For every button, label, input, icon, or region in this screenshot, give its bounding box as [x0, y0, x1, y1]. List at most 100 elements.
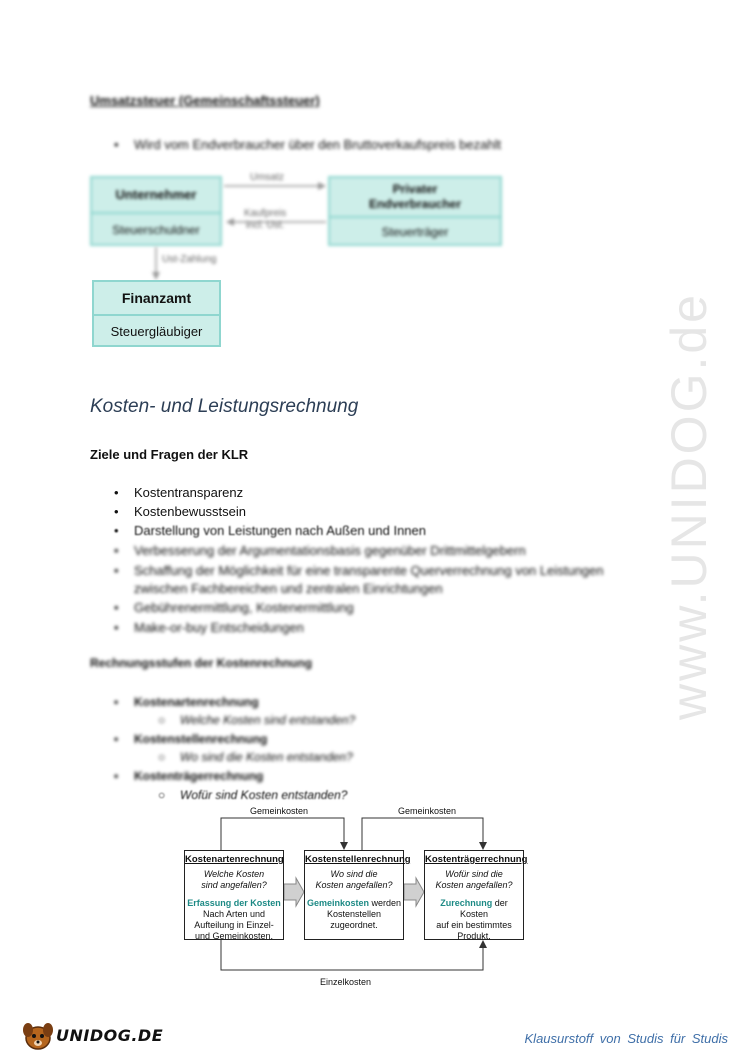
list-item-text: Kostentransparenz — [134, 485, 244, 500]
dog-mascot-icon — [23, 1023, 53, 1050]
label-kaufpreis-line1: Kaufpreis — [244, 208, 287, 219]
box-title: Kostenartenrechnung — [185, 854, 284, 865]
list-item: • Kostentransparenz — [114, 485, 243, 500]
box-kostenstellenrechnung: Kostenstellenrechnung Wo sind die Kosten… — [304, 850, 411, 940]
list-item-text: Darstellung von Leistungen nach Außen un… — [134, 523, 426, 538]
list-item: •Kostenbewusstsein — [114, 504, 246, 519]
sub-list-item-text: Wofür sind Kosten entstanden? — [180, 788, 348, 802]
box-desc-line1: Nach Arten und — [202, 909, 266, 919]
sub-list-item: ○ Welche Kosten sind entstanden? — [158, 713, 355, 727]
label-gemeinkosten-left: Gemeinkosten — [250, 806, 309, 816]
box-finanzamt-sub: Steuergläubiger — [94, 314, 219, 347]
box-unternehmer: Unternehmer Steuerschuldner — [90, 176, 222, 246]
heading-rechnungsstufen: Rechnungsstufen der Kostenrechnung — [90, 656, 313, 670]
list-item-text: Kostenstellenrechnung — [134, 732, 268, 746]
box-question-line1: Wo sind die — [330, 869, 378, 879]
sub-list-item: ○Wofür sind Kosten entstanden? — [158, 788, 347, 802]
box-question-line1: Welche Kosten — [203, 869, 265, 879]
list-item-continuation: zwischen Fachbereichen und zentralen Ein… — [134, 581, 443, 596]
logo-text: UNIDOG.DE — [56, 1026, 164, 1045]
box-desc-line2: Kostenstellen — [326, 909, 382, 919]
line-gemeinkosten-right — [361, 817, 484, 850]
list-item: • Verbesserung der Argumentationsbasis ge… — [114, 543, 526, 558]
label-kaufpreis: Kaufpreis incl. Ust. — [244, 208, 286, 232]
list-item-text: Gebührenermittlung, Kostenermittlung — [134, 600, 354, 615]
box-question-line1: Wofür sind die — [445, 869, 503, 879]
list-item: • Gebührenermittlung, Kostenermittlung — [114, 600, 354, 615]
box-desc-line2: auf ein bestimmtes — [436, 920, 512, 930]
block-arrow-1 — [283, 876, 305, 908]
label-ust-zahlung: Ust-Zahlung — [162, 254, 217, 265]
list-item: • Darstellung von Leistungen nach Außen u… — [114, 523, 426, 538]
bullet-icon: • — [114, 600, 119, 615]
box-privat-title-line1: Privater — [392, 182, 438, 196]
box-title: Kostenträgerrechnung — [425, 854, 528, 865]
sub-list-item-text: Wo sind die Kosten entstanden? — [180, 750, 353, 764]
bullet-icon: • — [114, 504, 119, 519]
box-highlight: Erfassung der Kosten — [187, 898, 281, 908]
bullet-icon: • — [114, 620, 119, 635]
line-gemeinkosten-left — [220, 817, 345, 850]
block-arrow-2 — [403, 876, 425, 908]
box-question-line2: Kosten angefallen? — [315, 880, 393, 890]
arrowhead-einzelkosten — [479, 940, 487, 948]
sub-list-item-text: Welche Kosten sind entstanden? — [180, 713, 356, 727]
box-kostentraegerrechnung: Kostenträgerrechnung Wofür sind die Kost… — [424, 850, 528, 941]
list-item-text: Schaffung der Möglichkeit für eine trans… — [134, 563, 604, 578]
bullet-icon: • — [114, 523, 119, 538]
sub-list-item: ○ Wo sind die Kosten entstanden? — [158, 750, 353, 764]
list-item: • Kostenstellenrechnung — [114, 732, 267, 746]
bullet-icon: • — [114, 137, 119, 152]
box-unternehmer-sub: Steuerschuldner — [92, 212, 220, 246]
bullet-icon: • — [114, 769, 119, 783]
label-gemeinkosten-right: Gemeinkosten — [398, 806, 457, 816]
ust-arrows — [152, 182, 326, 280]
box-privat-sub: Steuerträger — [330, 216, 500, 246]
box-unternehmer-title: Unternehmer — [115, 187, 197, 202]
box-desc-text: der Kosten — [459, 898, 508, 919]
list-item-text: Kostenträgerrechnung — [134, 769, 264, 783]
list-item-text: Verbesserung der Argumentationsbasis geg… — [134, 543, 526, 558]
list-item-text: Make-or-buy Entscheidungen — [134, 620, 304, 635]
unidog-logo[interactable]: UNIDOG.DE — [20, 1018, 170, 1052]
box-desc-line1: Gemeinkosten werden — [305, 898, 403, 909]
arrowhead-gemeinkosten-right — [479, 842, 487, 850]
bullet-text: Wird vom Endverbraucher über den Bruttov… — [134, 137, 502, 152]
box-desc-line3: Produkt. — [457, 931, 491, 941]
list-item: • Make-or-buy Entscheidungen — [114, 620, 304, 635]
box-privat-title: Privater Endverbraucher — [330, 178, 500, 216]
label-einzelkosten: Einzelkosten — [320, 977, 372, 987]
list-item-text: Kostenartenrechnung — [134, 695, 259, 709]
circle-bullet-icon: ○ — [158, 713, 166, 727]
box-desc-line2: Aufteilung in Einzel- — [194, 920, 274, 930]
box-privater-endverbraucher: Privater Endverbraucher Steuerträger — [328, 176, 502, 246]
box-question-line2: sind angefallen? — [201, 880, 267, 890]
footer-tagline: Klausurstoff von Studis für Studis — [524, 1031, 728, 1046]
box-desc-line1: Zurechnung der Kosten — [425, 898, 523, 920]
box-privat-title-line2: Endverbraucher — [368, 197, 462, 211]
arrow-kaufpreis-head — [226, 218, 234, 226]
box-highlight: Gemeinkosten — [306, 898, 369, 908]
bullet-icon: • — [114, 543, 119, 558]
box-desc-line3: zugeordnet. — [330, 920, 378, 930]
label-umsatz: Umsatz — [250, 172, 284, 183]
bullet-icon: • — [114, 563, 119, 578]
arrow-umsatz-head — [318, 182, 326, 190]
list-item: • Kostenträgerrechnung — [114, 769, 263, 783]
circle-bullet-icon: ○ — [158, 750, 166, 764]
label-kaufpreis-line2: incl. Ust. — [245, 220, 285, 231]
arrow-zahlung-head — [152, 272, 160, 280]
list-item: •Kostenartenrechnung — [114, 695, 259, 709]
box-highlight: Zurechnung — [440, 898, 493, 908]
bullet-icon: • — [114, 732, 119, 746]
list-item: • Schaffung der Möglichkeit für eine tran… — [114, 563, 604, 578]
box-finanzamt-title: Finanzamt — [121, 290, 192, 306]
heading-umsatzsteuer: Umsatzsteuer (Gemeinschaftssteuer) — [90, 93, 320, 108]
subheading-ziele: Ziele und Fragen der KLR — [90, 447, 249, 462]
box-desc-line3: und Gemeinkosten. — [194, 931, 274, 941]
box-question-line2: Kosten angefallen? — [435, 880, 513, 890]
bullet-umsatzsteuer: • Wird vom Endverbraucher über den Brutt… — [114, 137, 594, 152]
box-desc-text: werden — [369, 898, 402, 908]
bullet-icon: • — [114, 485, 119, 500]
